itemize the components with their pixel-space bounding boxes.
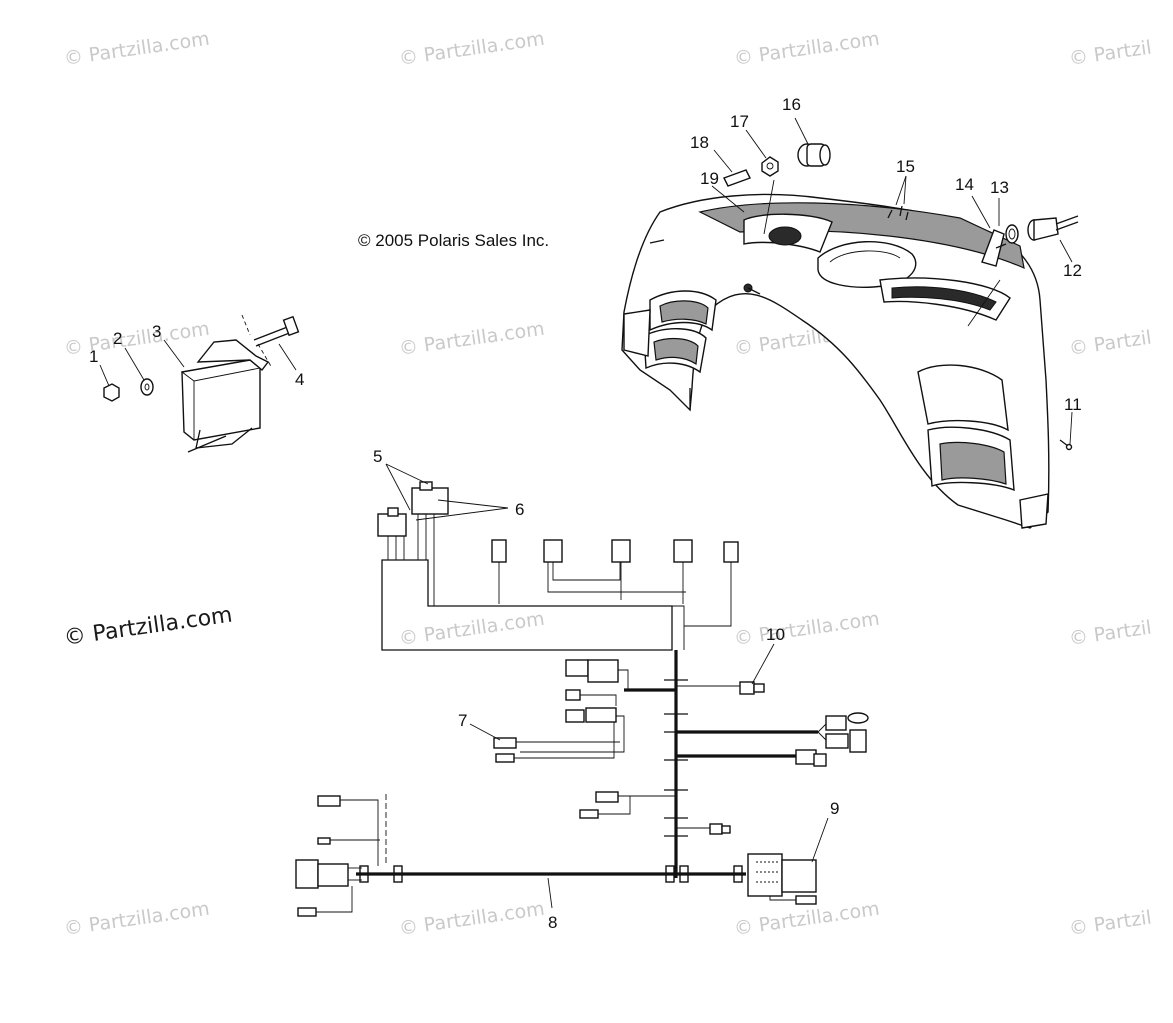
- branch-connectors-right: [676, 712, 869, 767]
- washer-part: [140, 378, 154, 396]
- watermark: © Partzil: [1068, 327, 1153, 360]
- callout-9: 9: [830, 799, 839, 818]
- washer-hole: [144, 383, 150, 391]
- cable-ties: [359, 679, 743, 883]
- relay-part: [377, 481, 449, 606]
- screw-part: [1065, 443, 1073, 451]
- watermark: © Partzilla.com: [398, 608, 546, 650]
- watermark: © Partzil: [1068, 617, 1153, 650]
- callout-10: 10: [766, 625, 785, 644]
- callout-15: 15: [896, 157, 915, 176]
- watermark: © Partzil: [1068, 37, 1153, 70]
- callout-3: 3: [152, 322, 161, 341]
- watermark: © Partzilla.com: [398, 898, 546, 940]
- cdi-bracket: [196, 339, 270, 372]
- callout-4: 4: [295, 370, 304, 389]
- nut-part: [103, 383, 120, 402]
- screws-part: [887, 205, 909, 221]
- callout-5: 5: [373, 447, 382, 466]
- socket-part: [1027, 215, 1079, 241]
- main-connector-left: [295, 794, 387, 917]
- main-connector-right: [747, 853, 817, 905]
- callout-18: 18: [690, 133, 709, 152]
- cdi-box-assembly: [99, 314, 300, 453]
- watermark: © Partzilla.com: [733, 608, 881, 650]
- watermark: © Partzilla.com: [398, 28, 546, 70]
- callout-16: 16: [782, 95, 801, 114]
- watermark: © Partzil: [1068, 907, 1153, 940]
- callout-11: 11: [1064, 395, 1082, 414]
- key-part: [723, 169, 751, 187]
- watermark-dark: © Partzilla.com: [62, 603, 234, 651]
- dash-console-assembly: [621, 117, 1079, 529]
- top-connectors: [491, 539, 739, 627]
- callout-6: 6: [515, 500, 524, 519]
- plug-part: [797, 143, 831, 167]
- wiring-harness-assembly: [295, 463, 869, 917]
- callout-17: 17: [730, 112, 749, 131]
- callout-8: 8: [548, 913, 557, 932]
- watermark: © Partzilla.com: [63, 28, 211, 70]
- callout-14: 14: [955, 175, 974, 194]
- switch-part: [981, 229, 1005, 267]
- bolt-part: [241, 314, 300, 369]
- callout-2: 2: [113, 329, 122, 348]
- switch-nut-part: [761, 156, 779, 177]
- watermark: © Partzilla.com: [733, 28, 881, 70]
- callout-12: 12: [1063, 261, 1082, 280]
- callout-1: 1: [89, 347, 98, 366]
- ring-part: [1005, 224, 1019, 244]
- callout-labels: 1 2 3 4 5 6 7 8 9 10 11 12 13 14 15 16 1…: [89, 95, 1082, 932]
- branch-connector-7: [493, 659, 676, 763]
- branch-connectors-lower: [579, 791, 731, 835]
- branch-connector-10: [676, 681, 765, 695]
- callout-7: 7: [458, 711, 467, 730]
- callout-13: 13: [990, 178, 1009, 197]
- watermark: © Partzilla.com: [398, 318, 546, 360]
- watermark: © Partzilla.com: [63, 318, 211, 360]
- watermark: © Partzilla.com: [63, 898, 211, 940]
- callout-19: 19: [700, 169, 719, 188]
- copyright-text: © 2005 Polaris Sales Inc.: [358, 231, 549, 250]
